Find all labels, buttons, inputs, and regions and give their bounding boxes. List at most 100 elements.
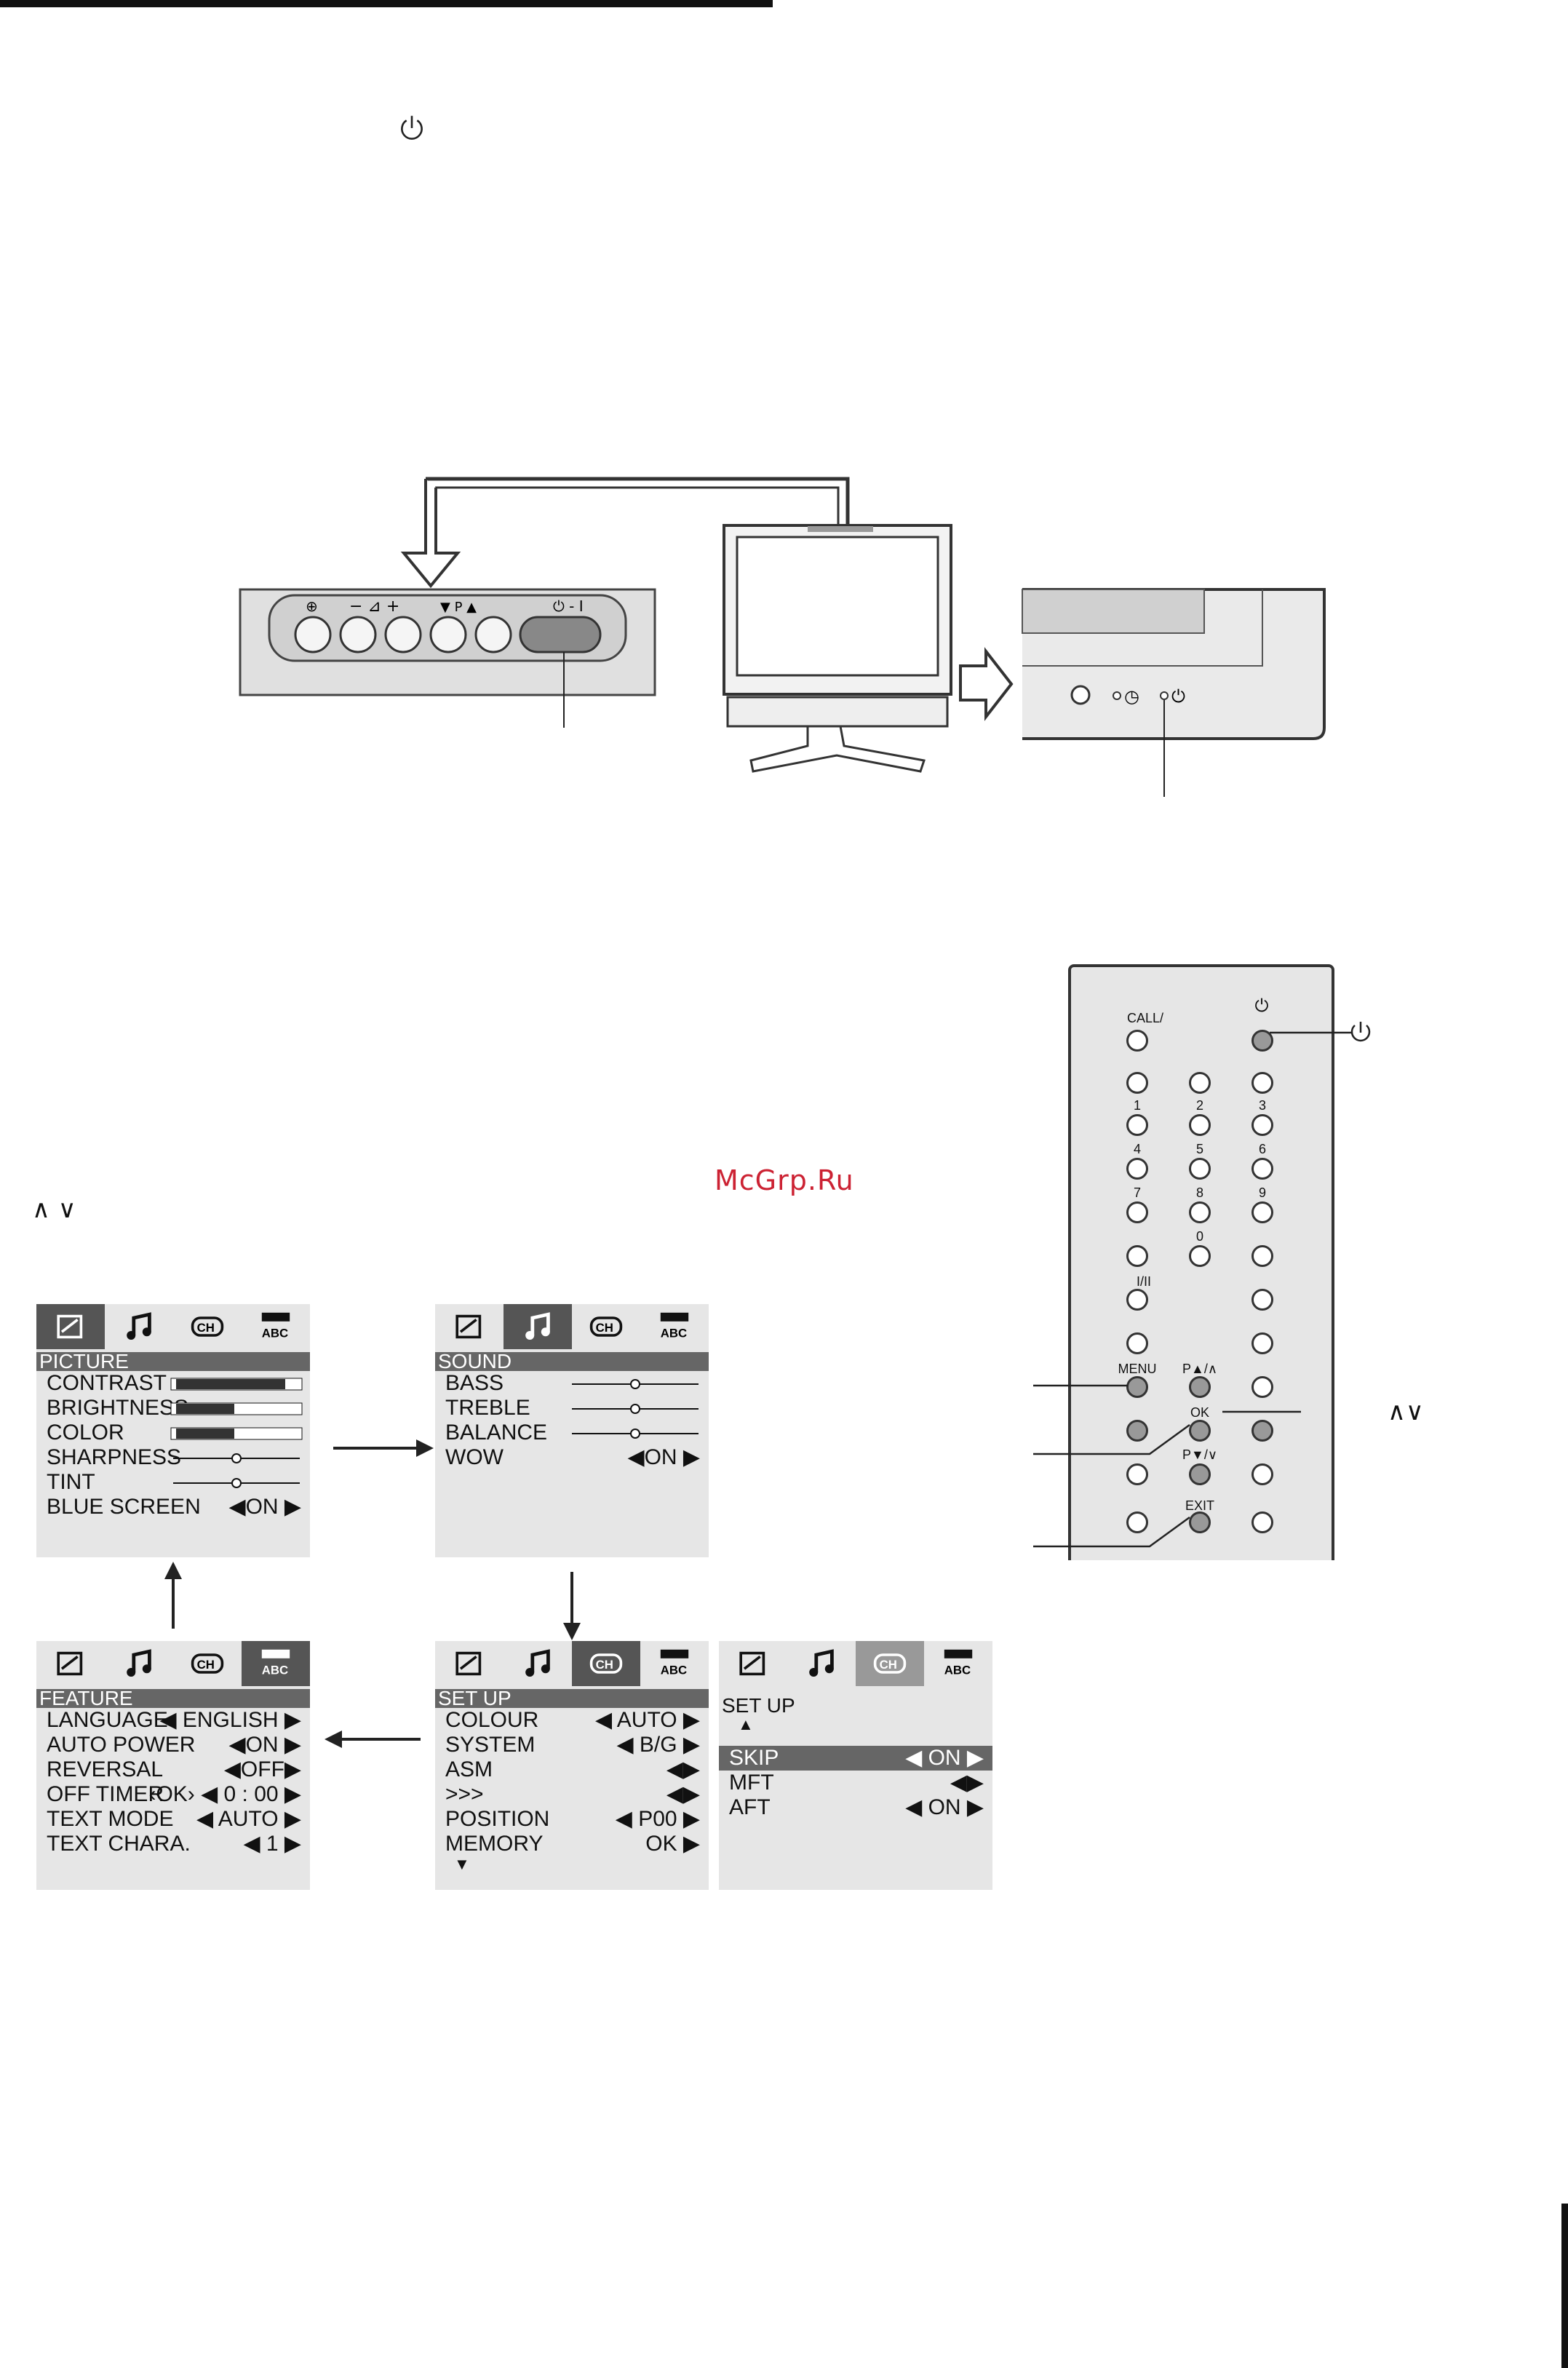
menu-row[interactable]: REVERSAL◀OFF▶ (47, 1757, 301, 1781)
picture-mode-button[interactable] (1189, 1072, 1211, 1094)
tab-feature[interactable]: ABC (242, 1641, 310, 1686)
tab-channel[interactable]: CH (572, 1641, 640, 1686)
menu-row[interactable]: MFT◀▶ (729, 1771, 984, 1795)
slider-bar (572, 1379, 699, 1389)
yellow-button[interactable] (1126, 1511, 1148, 1533)
scroll-down-icon: ▼ (454, 1855, 470, 1873)
slider-bar (572, 1429, 699, 1439)
music-note-icon (809, 1649, 834, 1677)
tab-picture[interactable] (36, 1641, 105, 1686)
menu-row[interactable]: LANGUAGE◀ ENGLISH ▶ (47, 1708, 301, 1732)
blue-button[interactable] (1251, 1511, 1273, 1533)
tab-feature[interactable]: ABC (924, 1641, 992, 1686)
scroll-up-icon: ▲ (738, 1715, 754, 1733)
num-button-2[interactable] (1189, 1114, 1211, 1136)
menu-row[interactable]: BASS (435, 1371, 709, 1396)
num-button-7[interactable] (1126, 1201, 1148, 1223)
mute-button[interactable] (1126, 1332, 1148, 1354)
p-down-button[interactable] (1189, 1463, 1211, 1485)
tab-channel[interactable]: CH (572, 1304, 640, 1349)
text-size-button[interactable] (1251, 1289, 1273, 1311)
tab-sound[interactable] (105, 1641, 173, 1686)
num-button-9[interactable] (1251, 1201, 1273, 1223)
menu-row[interactable]: TEXT MODE◀ AUTO ▶ (47, 1807, 301, 1831)
tab-channel[interactable]: CH (173, 1304, 242, 1349)
menu-row[interactable]: TEXT CHARA.◀ 1 ▶ (47, 1832, 301, 1856)
menu-row-selected[interactable]: SKIP◀ ON ▶ (719, 1746, 992, 1771)
tab-picture[interactable] (435, 1304, 504, 1349)
svg-text:⏻ - I: ⏻ - I (553, 597, 584, 615)
p-up-label: P▲/∧ (1182, 1362, 1217, 1376)
svg-text:CH: CH (197, 1321, 215, 1335)
svg-text:CH: CH (596, 1321, 613, 1335)
tab-sound[interactable] (504, 1304, 572, 1349)
tab-sound[interactable] (787, 1641, 856, 1686)
exit-button[interactable] (1189, 1511, 1211, 1533)
red-button[interactable] (1126, 1463, 1148, 1485)
num-button-0[interactable] (1189, 1245, 1211, 1267)
num-label-8: 8 (1195, 1185, 1203, 1200)
menu-row[interactable]: COLOR (36, 1421, 310, 1445)
volume-down-button[interactable] (1126, 1420, 1148, 1442)
menu-row[interactable]: BRIGHTNESS (36, 1396, 310, 1421)
tab-channel[interactable]: CH (856, 1641, 924, 1686)
menu-row[interactable]: SYSTEM◀ B/G ▶ (445, 1733, 700, 1757)
menu-tabs: CH ABC (435, 1304, 709, 1349)
num-button-5[interactable] (1189, 1158, 1211, 1180)
recall-button[interactable] (1126, 1245, 1148, 1267)
menu-row[interactable]: CONTRAST (36, 1371, 310, 1396)
slider-bar (572, 1404, 699, 1414)
setup-menu-page1: CH ABC SET UP COLOUR◀ AUTO ▶ SYSTEM◀ B/G… (435, 1641, 709, 1890)
input-button[interactable] (1251, 1072, 1273, 1094)
watermark: McGrp.Ru (715, 1164, 854, 1196)
num-button-3[interactable] (1251, 1114, 1273, 1136)
tab-sound[interactable] (504, 1641, 572, 1686)
menu-row[interactable]: ASM◀▶ (445, 1757, 700, 1781)
teletext-button[interactable] (1126, 1072, 1148, 1094)
menu-row[interactable]: COLOUR◀ AUTO ▶ (445, 1708, 700, 1732)
call-button[interactable] (1126, 1030, 1148, 1052)
menu-row[interactable]: BLUE SCREEN◀ON ▶ (47, 1495, 301, 1519)
tab-channel[interactable]: CH (173, 1641, 242, 1686)
music-note-icon (525, 1312, 550, 1340)
svg-text:ABC: ABC (262, 1326, 288, 1340)
menu-row[interactable]: BALANCE (435, 1421, 709, 1445)
mono-stereo-button[interactable] (1126, 1289, 1148, 1311)
menu-row[interactable]: >>>◀▶ (445, 1782, 700, 1806)
tab-feature[interactable]: ABC (640, 1641, 709, 1686)
tab-picture[interactable] (435, 1641, 504, 1686)
key-abc-icon: ABC (944, 1649, 973, 1677)
num-button-8[interactable] (1189, 1201, 1211, 1223)
tab-feature[interactable]: ABC (242, 1304, 310, 1349)
tab-feature[interactable]: ABC (640, 1304, 709, 1349)
menu-row[interactable]: AFT◀ ON ▶ (729, 1795, 984, 1819)
green-button[interactable] (1251, 1463, 1273, 1485)
num-button-4[interactable] (1126, 1158, 1148, 1180)
num-button-1[interactable] (1126, 1114, 1148, 1136)
num-button-6[interactable] (1251, 1158, 1273, 1180)
svg-text:CH: CH (880, 1658, 897, 1672)
p-up-button[interactable] (1189, 1376, 1211, 1398)
num-label-7: 7 (1133, 1185, 1141, 1200)
menu-row[interactable]: WOW◀ON ▶ (445, 1445, 700, 1469)
menu-row[interactable]: POSITION◀ P00 ▶ (445, 1807, 700, 1831)
menu-row[interactable]: AUTO POWER◀ON ▶ (47, 1733, 301, 1757)
tab-picture[interactable] (36, 1304, 105, 1349)
ch-icon: CH (191, 1316, 224, 1337)
menu-row[interactable]: SHARPNESS (36, 1445, 310, 1470)
volume-up-button[interactable] (1251, 1420, 1273, 1442)
menu-button[interactable] (1126, 1376, 1148, 1398)
menu-row[interactable]: TREBLE (435, 1396, 709, 1421)
menu-row[interactable]: TINT (36, 1470, 310, 1495)
tab-sound[interactable] (105, 1304, 173, 1349)
feature-menu: CH ABC FEATURE LANGUAGE◀ ENGLISH ▶ AUTO … (36, 1641, 310, 1890)
text-hold-button[interactable] (1251, 1245, 1273, 1267)
ch-icon: CH (589, 1316, 623, 1337)
text-reveal-button[interactable] (1251, 1332, 1273, 1354)
tab-picture[interactable] (719, 1641, 787, 1686)
text-index-button[interactable] (1251, 1376, 1273, 1398)
ok-button[interactable] (1189, 1420, 1211, 1442)
menu-row[interactable]: OFF TIMER‹OK› ◀ 0 : 00 ▶ (47, 1782, 301, 1806)
music-note-icon (525, 1649, 550, 1677)
